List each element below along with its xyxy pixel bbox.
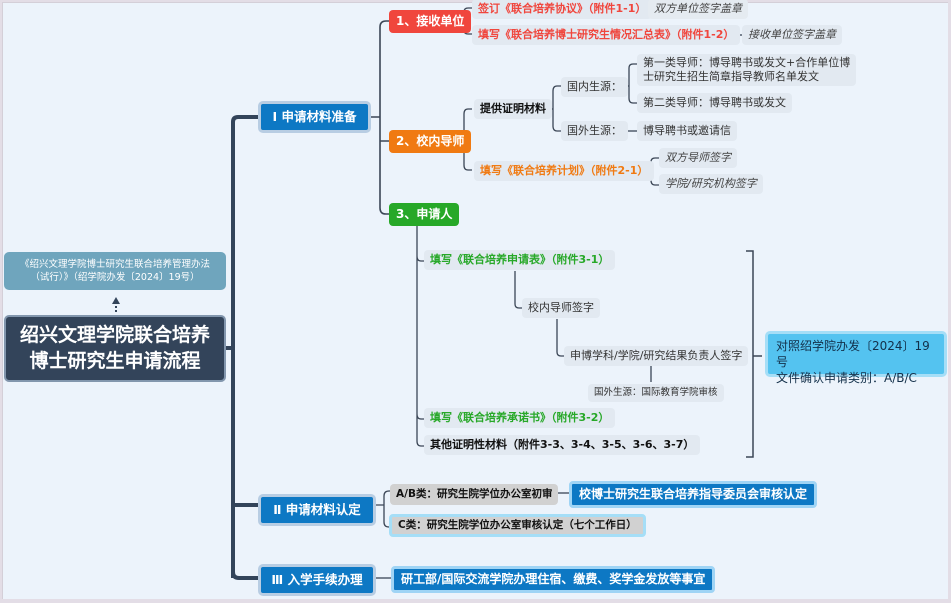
foreign-source-item: 博导聘书或邀请信 <box>637 121 737 141</box>
intl-review-label: 国外生源：国际教育学院审核 <box>594 387 718 398</box>
summary-table-note: 接收单位签字盖章 <box>742 25 842 45</box>
connector-applicant-children <box>416 224 424 447</box>
section-2-label: Ⅱ 申请材料认定 <box>273 502 361 518</box>
training-plan-note-2-text: 学院/研究机构签字 <box>665 177 757 190</box>
discipline-head-sign-label: 申博学科/学院/研究结果负责人签字 <box>570 349 743 362</box>
receiving-unit-label: 1、接收单位 <box>396 14 465 28</box>
connector-form-to-sign <box>514 271 522 309</box>
connector-s2-children <box>376 490 391 528</box>
section-1-node[interactable]: Ⅰ 申请材料准备 <box>258 101 371 133</box>
agreement-node[interactable]: 签订《联合培养协议》（附件1-1） <box>472 0 653 19</box>
enrollment-procedures-node[interactable]: 研工部/国际交流学院办理住宿、缴费、奖学金发放等事宜 <box>391 566 716 593</box>
committee-review-node[interactable]: 校博士研究生联合培养指导委员会审核认定 <box>569 481 818 508</box>
supervisor-sign-label: 校内导师签字 <box>528 301 594 314</box>
foreign-source-node[interactable]: 国外生源： <box>561 121 628 141</box>
second-type-supervisor-node: 第二类导师：博导聘书或发文 <box>637 93 792 113</box>
proof-materials-label: 提供证明材料 <box>480 102 546 115</box>
training-plan-note-1-text: 双方导师签字 <box>665 151 731 164</box>
applicant-label: 3、申请人 <box>396 207 453 221</box>
training-plan-node[interactable]: 填写《联合培养计划》（附件2-1） <box>474 161 655 181</box>
title-box: 绍兴文理学院联合培养 博士研究生申请流程 <box>4 315 226 382</box>
other-materials-label: 其他证明性材料（附件3-3、3-4、3-5、3-6、3-7） <box>430 438 695 451</box>
summary-table-note-text: 接收单位签字盖章 <box>748 28 836 41</box>
domestic-source-node[interactable]: 国内生源： <box>561 77 628 97</box>
connector-sign-to-head <box>556 319 564 357</box>
connector-to-s1 <box>231 115 258 123</box>
agreement-label: 签订《联合培养协议》（附件1-1） <box>478 2 647 15</box>
applicant-node[interactable]: 3、申请人 <box>389 203 460 226</box>
reference-document: 《绍兴文理学院博士研究生联合培养管理办法（试行）》（绍学院办发〔2024〕19号… <box>4 252 226 290</box>
c-review-node[interactable]: C类：研究生院学位办公室审核认定（七个工作日） <box>389 514 646 538</box>
section-1-label: Ⅰ 申请材料准备 <box>272 109 357 125</box>
summary-table-node[interactable]: 填写《联合培养博士研究生情况汇总表》（附件1-2） <box>472 25 741 45</box>
second-type-label: 第二类导师：博导聘书或发文 <box>643 96 786 109</box>
agreement-note-text: 双方单位签字盖章 <box>654 2 742 15</box>
domestic-source-label: 国内生源： <box>567 80 622 93</box>
ab-initial-review-label: A/B类：研究生院学位办公室初审 <box>396 488 553 500</box>
first-type-line-2: 士研究生招生简章指导教师名单发文 <box>643 69 819 83</box>
applicant-bracket <box>746 250 762 458</box>
agreement-note: 双方单位签字盖章 <box>648 0 748 19</box>
committee-review-label: 校博士研究生联合培养指导委员会审核认定 <box>579 487 808 501</box>
first-type-supervisor-node: 第一类导师：博导聘书或发文+合作单位博 士研究生招生简章指导教师名单发文 <box>637 54 857 86</box>
category-confirm-line-2: 文件确认申请类别：A/B/C <box>776 371 917 386</box>
connector-to-s3 <box>231 571 258 580</box>
internal-supervisor-node[interactable]: 2、校内导师 <box>389 130 472 153</box>
reference-text: 《绍兴文理学院博士研究生联合培养管理办法（试行）》（绍学院办发〔2024〕19号… <box>19 258 210 283</box>
discipline-head-sign-node: 申博学科/学院/研究结果负责人签字 <box>564 346 749 366</box>
section-3-label: Ⅲ 入学手续办理 <box>271 572 363 588</box>
proof-materials-node[interactable]: 提供证明材料 <box>474 99 552 119</box>
ab-initial-review-node[interactable]: A/B类：研究生院学位办公室初审 <box>390 484 559 506</box>
enrollment-procedures-label: 研工部/国际交流学院办理住宿、缴费、奖学金发放等事宜 <box>401 572 706 586</box>
summary-table-label: 填写《联合培养博士研究生情况汇总表》（附件1-2） <box>478 28 735 41</box>
internal-supervisor-label: 2、校内导师 <box>396 134 465 148</box>
other-materials-node[interactable]: 其他证明性材料（附件3-3、3-4、3-5、3-6、3-7） <box>424 435 701 455</box>
supervisor-sign-node: 校内导师签字 <box>522 298 600 318</box>
training-plan-label: 填写《联合培养计划》（附件2-1） <box>480 164 649 177</box>
training-plan-note-1: 双方导师签字 <box>659 148 737 168</box>
c-review-label: C类：研究生院学位办公室审核认定（七个工作日） <box>398 519 637 531</box>
category-confirm-node[interactable]: 对照绍学院办发〔2024〕19号 文件确认申请类别：A/B/C <box>765 331 947 385</box>
receiving-unit-node[interactable]: 1、接收单位 <box>389 10 472 33</box>
commitment-letter-node[interactable]: 填写《联合培养承诺书》（附件3-2） <box>424 408 616 428</box>
commitment-letter-label: 填写《联合培养承诺书》（附件3-2） <box>430 411 610 424</box>
connector-trunk <box>226 122 235 578</box>
application-form-label: 填写《联合培养申请表》（附件3-1） <box>430 253 610 266</box>
connector-s1-children <box>370 20 391 215</box>
title-line-1: 绍兴文理学院联合培养 <box>19 323 210 346</box>
training-plan-note-2: 学院/研究机构签字 <box>659 174 763 194</box>
first-type-line-1: 第一类导师：博导聘书或发文+合作单位博 <box>643 56 851 69</box>
intl-review-node: 国外生源：国际教育学院审核 <box>588 384 724 402</box>
title-line-2: 博士研究生申请流程 <box>29 349 201 372</box>
section-3-node[interactable]: Ⅲ 入学手续办理 <box>258 564 376 596</box>
foreign-source-item-label: 博导聘书或邀请信 <box>643 124 731 137</box>
foreign-source-label: 国外生源： <box>567 124 622 137</box>
section-2-node[interactable]: Ⅱ 申请材料认定 <box>258 494 376 526</box>
title-to-reference-arrow <box>112 297 120 312</box>
category-confirm-line-1: 对照绍学院办发〔2024〕19号 <box>776 339 930 370</box>
application-form-node[interactable]: 填写《联合培养申请表》（附件3-1） <box>424 250 616 270</box>
